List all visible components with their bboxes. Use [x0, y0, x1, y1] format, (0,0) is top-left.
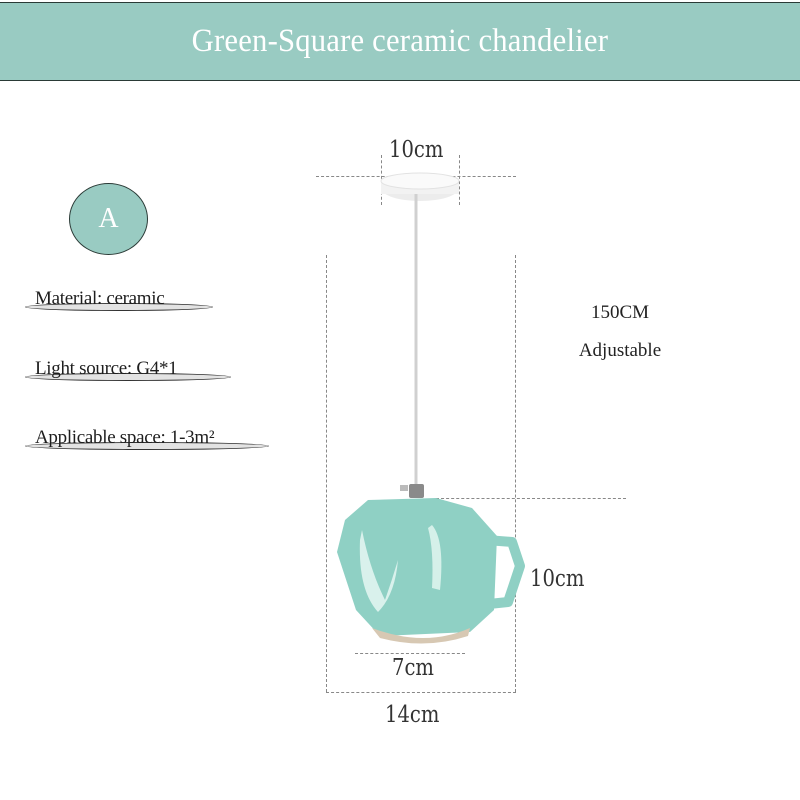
variant-badge: A [69, 183, 148, 255]
variant-label: A [98, 203, 119, 234]
canopy-width-label: 10cm [389, 137, 444, 163]
underline-ellipse [25, 303, 213, 311]
shade-bottom-label: 7cm [392, 655, 434, 681]
spec-material: Material: ceramic [25, 288, 215, 311]
shade-height-label: 10cm [530, 566, 585, 592]
cord-adjustable-note: Adjustable [578, 340, 662, 361]
underline-ellipse [25, 373, 231, 381]
spec-applicable-space: Applicable space: 1-3m² [25, 427, 269, 450]
cord-length-label: 150CM [590, 302, 650, 323]
spec-label: Material: ceramic [35, 288, 165, 309]
underline-ellipse [25, 442, 269, 450]
shade-top-guide [436, 498, 626, 499]
page-title: Green-Square ceramic chandelier [191, 23, 609, 59]
canopy-right-guide [459, 155, 460, 205]
spec-label: Applicable space: 1-3m² [35, 427, 215, 448]
width-left-guide [326, 255, 327, 692]
shade-bottom-guide [355, 653, 465, 654]
title-banner: Green-Square ceramic chandelier [0, 2, 800, 81]
spec-light-source: Light source: G4*1 [25, 358, 231, 381]
spec-label: Light source: G4*1 [35, 358, 178, 379]
width-right-guide [515, 255, 516, 692]
width-bottom-guide [326, 692, 516, 693]
total-width-label: 14cm [385, 702, 440, 728]
